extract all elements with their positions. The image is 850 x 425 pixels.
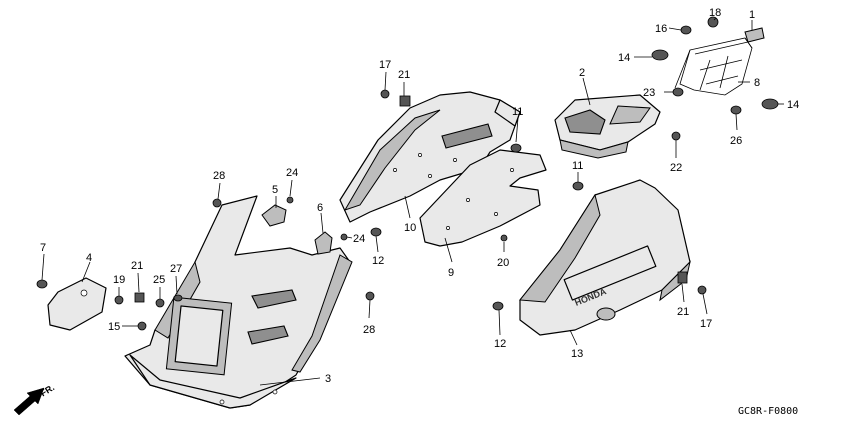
callout-2: 2 — [579, 67, 585, 79]
callout-7: 7 — [40, 242, 46, 254]
callout-24-a: 24 — [286, 167, 298, 179]
callout-12-b: 12 — [494, 338, 506, 350]
callout-labels: 1 2 3 4 5 6 7 8 9 10 11 11 12 12 13 14 1… — [40, 7, 799, 385]
right-side-cover: HONDA — [519, 179, 691, 336]
callout-17-a: 17 — [379, 59, 391, 71]
callout-3: 3 — [325, 373, 331, 385]
callout-6: 6 — [317, 202, 323, 214]
callout-5: 5 — [272, 184, 278, 196]
small-lid — [47, 277, 107, 331]
left-side-cover — [339, 91, 521, 223]
callout-14-a: 14 — [618, 52, 630, 64]
callout-25: 25 — [153, 274, 165, 286]
callout-11-a: 11 — [512, 106, 523, 118]
callout-23: 23 — [643, 87, 655, 99]
callout-17-b: 17 — [700, 318, 712, 330]
direction-label: FR. — [39, 382, 57, 398]
callout-8: 8 — [754, 77, 760, 89]
leader-lines — [41, 17, 784, 386]
callout-16: 16 — [655, 23, 667, 35]
callout-28-a: 28 — [213, 170, 225, 182]
callout-9: 9 — [448, 267, 454, 279]
diagram-code: GC8R-F0800 — [738, 406, 798, 417]
callout-27: 27 — [170, 263, 182, 275]
front-inner-cover — [124, 195, 353, 409]
callout-10: 10 — [404, 222, 416, 234]
callout-21-c: 21 — [677, 306, 689, 318]
callout-14-b: 14 — [787, 99, 799, 111]
callout-21-b: 21 — [131, 260, 143, 272]
storage-tray — [554, 94, 661, 159]
callout-20: 20 — [497, 257, 509, 269]
callout-15: 15 — [108, 321, 120, 333]
callout-12-a: 12 — [372, 255, 384, 267]
callout-22: 22 — [670, 162, 682, 174]
callout-1: 1 — [749, 9, 755, 21]
callout-4: 4 — [86, 252, 92, 264]
callout-24-b: 24 — [353, 233, 365, 245]
inner-panel — [419, 149, 547, 247]
arrow-icon — [13, 387, 45, 416]
front-direction-arrow: FR. — [13, 382, 57, 416]
callout-13: 13 — [571, 348, 583, 360]
callout-28-b: 28 — [363, 324, 375, 336]
callout-11-b: 11 — [572, 160, 583, 172]
callout-26: 26 — [730, 135, 742, 147]
rear-carrier — [674, 27, 765, 96]
callout-18: 18 — [709, 7, 721, 19]
callout-21-a: 21 — [398, 69, 410, 81]
callout-19: 19 — [113, 274, 125, 286]
